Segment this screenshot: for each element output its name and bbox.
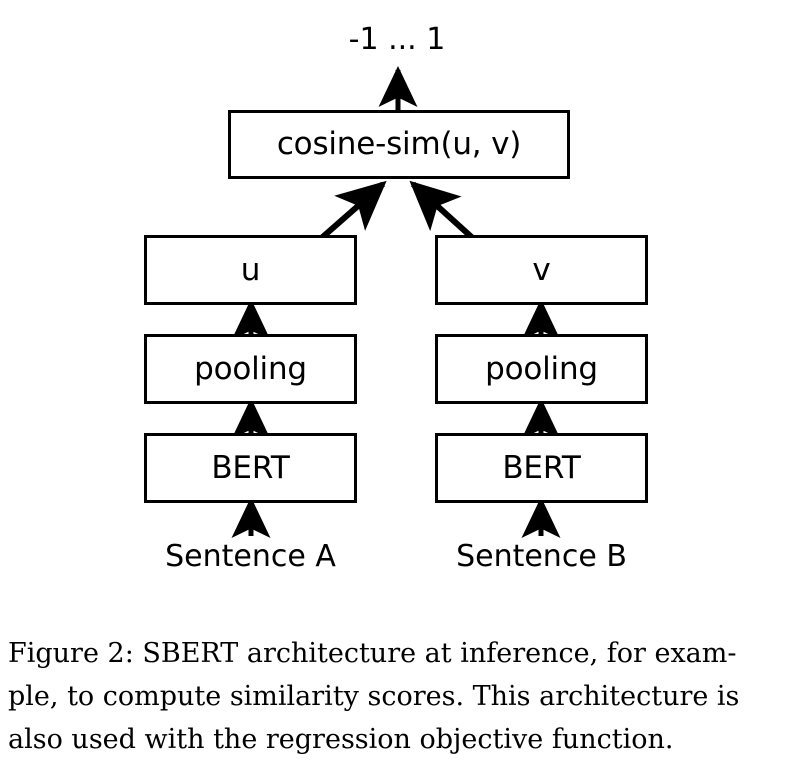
node-bert-left: BERT: [144, 433, 357, 503]
node-embedding-u: u: [144, 235, 357, 305]
architecture-diagram: -1 ... 1 cosine-sim(u, v) u v pooling po…: [144, 22, 648, 574]
figure-caption-line-1: Figure 2: SBERT architecture at inferenc…: [8, 638, 737, 669]
input-sentence-b-label: Sentence B: [456, 539, 627, 574]
diagram-arrows: [231, 66, 561, 539]
figure-caption-line-2: ple, to compute similarity scores. This …: [8, 681, 740, 712]
figure-caption-line-3: also used with the regression objective …: [8, 724, 674, 755]
figure-caption: Figure 2: SBERT architecture at inferenc…: [8, 632, 790, 761]
node-bert-right: BERT: [435, 433, 648, 503]
node-bert-left-label: BERT: [211, 449, 290, 486]
node-embedding-v-label: v: [532, 251, 551, 288]
node-cosine-sim-label: cosine-sim(u, v): [276, 126, 522, 162]
node-embedding-u-label: u: [240, 251, 261, 288]
node-pooling-right: pooling: [435, 334, 648, 404]
output-range-label: -1 ... 1: [348, 22, 446, 57]
node-bert-right-label: BERT: [502, 449, 581, 486]
input-sentence-a-label: Sentence A: [165, 539, 336, 574]
node-pooling-left: pooling: [144, 334, 357, 404]
node-pooling-left-label: pooling: [194, 350, 307, 387]
node-embedding-v: v: [435, 235, 648, 305]
node-cosine-sim: cosine-sim(u, v): [228, 110, 570, 179]
node-pooling-right-label: pooling: [485, 350, 598, 387]
